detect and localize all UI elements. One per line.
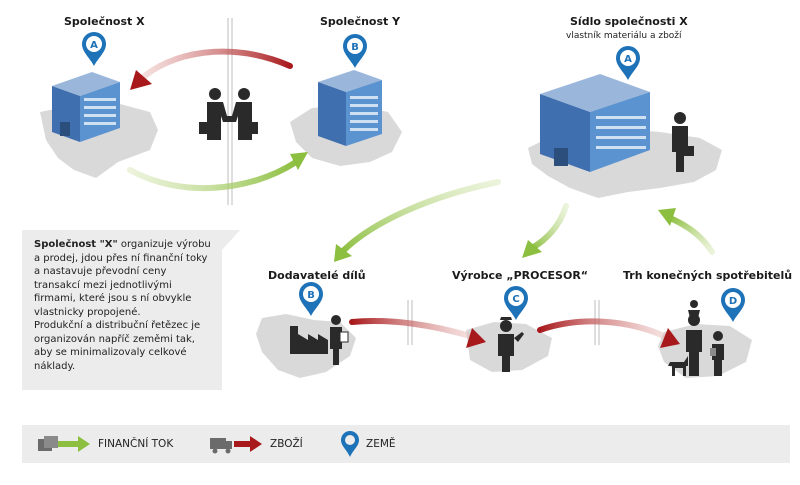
pin-c-processor-icon: C <box>504 266 528 320</box>
hq-subtitle: vlastník materiálu a zboží <box>566 31 682 41</box>
processor-title: Výrobce „PROCESOR“ <box>452 269 589 282</box>
legend-goods-label: ZBOŽÍ <box>270 438 303 450</box>
financial-arrow-x-to-y <box>127 152 308 192</box>
goods-arrow-suppliers-to-processor <box>349 317 486 348</box>
pin-letter: A <box>90 40 98 51</box>
goods-arrow-processor-to-market <box>537 318 680 348</box>
suppliers-title: Dodavatelé dílů <box>268 269 366 282</box>
info-paragraph-2: Produkční a distribuční řetězec je organ… <box>34 320 201 372</box>
financial-arrow-hq-to-processor <box>522 203 569 258</box>
handshake-icon <box>199 88 258 140</box>
info-paragraph-1: Společnost "X" organizuje výrobu a prode… <box>34 238 214 319</box>
pin-letter: C <box>512 294 519 305</box>
info-lead: Společnost "X" <box>34 239 118 250</box>
legend-goods: ZBOŽÍ <box>208 425 303 463</box>
company-y-title: Společnost Y <box>320 15 401 28</box>
pin-b-company-y-icon: B <box>343 14 367 68</box>
building-company-y-icon <box>318 70 382 146</box>
legend-country: ZEMĚ <box>340 425 396 463</box>
pin-letter: B <box>307 290 315 301</box>
hq-title: Sídlo společnosti X <box>570 15 688 28</box>
info-box-pointer <box>222 230 240 250</box>
factory-icon <box>290 326 328 354</box>
legend: FINANČNÍ TOK ZBOŽÍ ZEMĚ <box>22 425 790 463</box>
pin-letter: D <box>729 296 737 307</box>
country-borders <box>227 18 600 345</box>
financial-arrow-market-to-hq <box>658 208 715 255</box>
processor-worker-icon <box>498 317 524 372</box>
supplier-worker-icon <box>330 315 349 365</box>
financial-arrow-hq-to-suppliers <box>334 179 501 262</box>
pin-a-company-x-icon: A <box>82 12 106 66</box>
pin-b-suppliers-icon: B <box>299 262 323 316</box>
info-box: Společnost "X" organizuje výrobu a prode… <box>22 230 222 390</box>
truck-arrow-icon <box>210 436 262 454</box>
goods-arrow-y-to-x <box>130 48 293 90</box>
info-text-1: organizuje výrobu a prodej, jdou přes ní… <box>34 239 211 318</box>
pin-d-market-icon: D <box>721 268 745 322</box>
businessman-icon <box>672 112 694 172</box>
market-title: Trh konečných spotřebitelů <box>623 269 793 282</box>
legend-financial-flow: FINANČNÍ TOK <box>36 425 173 463</box>
building-hq-icon <box>540 74 650 172</box>
company-x-title: Společnost X <box>64 15 145 28</box>
money-arrow-icon <box>38 436 90 452</box>
building-company-x-icon <box>52 72 120 142</box>
location-pin-icon <box>341 431 359 457</box>
legend-financial-flow-label: FINANČNÍ TOK <box>98 438 174 450</box>
pin-letter: A <box>624 54 632 65</box>
pin-a-hq-icon: A <box>616 26 640 80</box>
family-icon <box>668 300 724 376</box>
legend-country-label: ZEMĚ <box>366 438 396 450</box>
pin-letter: B <box>351 42 359 53</box>
